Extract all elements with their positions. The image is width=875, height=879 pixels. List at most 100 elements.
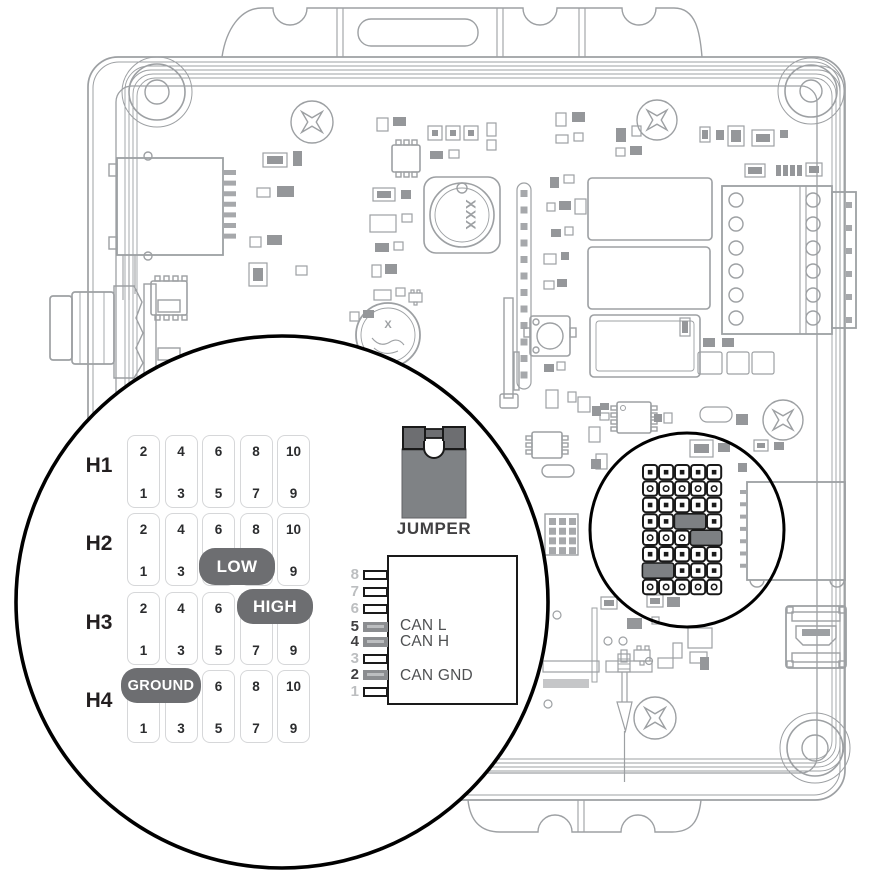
pin-hole-icon [647, 519, 653, 524]
jumper-caption: JUMPER [396, 519, 472, 538]
pin-pair-cell: 10 9 [277, 435, 310, 508]
rj45-jack [740, 481, 846, 588]
pin-hole-icon [678, 583, 686, 591]
header-pin [706, 480, 723, 497]
jumper-badge-high: HIGH [237, 589, 313, 624]
pin-number: 9 [289, 642, 298, 658]
can-pin-label: CAN L [400, 617, 447, 634]
pin-hole-icon [663, 469, 669, 475]
pin-hole-icon [663, 502, 669, 508]
pin-hole-icon [710, 485, 718, 493]
pin-number: 6 [214, 679, 223, 694]
can-pin-number: 2 [350, 666, 359, 683]
mounting-boss-top-left [121, 56, 193, 128]
pin-hole-icon [695, 502, 701, 508]
capacitor-marking: X [384, 319, 392, 331]
pin-hole-icon [695, 469, 701, 475]
pin-number: 9 [289, 563, 298, 579]
pin-hole-icon [679, 568, 685, 573]
pin-number: 4 [177, 601, 185, 616]
header-label-h2: H2 [85, 532, 113, 555]
can-connector-box [387, 555, 518, 705]
pin-number: 7 [252, 642, 260, 658]
header-label-h3: H3 [85, 611, 113, 634]
pin-number: 10 [285, 444, 302, 459]
pin-hole-icon [647, 502, 653, 508]
pin-hole-icon [695, 568, 701, 573]
can-pin-number: 5 [350, 618, 359, 635]
pin-number: 1 [139, 563, 148, 579]
pin-hole-icon [679, 469, 685, 475]
header-pin [658, 480, 675, 497]
can-pin [363, 622, 388, 632]
pin-number: 9 [289, 720, 298, 736]
pin-hole-icon [663, 551, 669, 557]
pin-hole-icon [694, 583, 702, 591]
can-pin-number: 7 [350, 583, 359, 600]
header-pin [674, 529, 691, 546]
pin-number: 7 [252, 720, 260, 736]
pin-number: 3 [177, 642, 185, 658]
header-pin [674, 578, 691, 596]
installed-jumper [641, 562, 675, 579]
mounting-boss-bottom-right [779, 712, 851, 784]
pin-hole-icon [647, 551, 653, 557]
header-pin [642, 529, 659, 546]
pin-number: 1 [139, 642, 148, 658]
pin-number: 3 [177, 720, 185, 736]
passive-components-filled [253, 112, 819, 688]
pin-number: 2 [139, 522, 148, 537]
header-pin [658, 529, 675, 546]
pin-number: 2 [139, 444, 148, 459]
pin-number: 3 [177, 563, 185, 579]
pin-number: 1 [139, 485, 148, 501]
pin-number: 5 [214, 485, 223, 501]
pin-number: 4 [177, 522, 185, 537]
pin-pair-cell: 10 9 [277, 513, 310, 586]
pin-number: 5 [214, 720, 223, 736]
highlight-circle [588, 431, 786, 629]
can-pin [363, 604, 388, 614]
pin-hole-icon [711, 469, 717, 475]
can-pin-label: CAN H [400, 633, 450, 650]
buzzer: XXX [423, 176, 501, 254]
passive-components [248, 112, 823, 782]
pin-number: 9 [289, 485, 298, 501]
can-pin [363, 670, 388, 680]
pin-hole-icon [678, 485, 686, 493]
pin-number: 1 [139, 720, 148, 736]
pin-number: 10 [285, 522, 302, 537]
pin-hole-icon [711, 568, 717, 573]
pin-hole-icon [711, 502, 717, 508]
mounting-boss-top-right [777, 57, 845, 125]
pin-number: 8 [252, 679, 260, 694]
pin-hole-icon [646, 534, 654, 542]
pin-hole-icon [646, 485, 654, 493]
can-pin-number: 1 [350, 683, 359, 700]
pin-number: 5 [214, 642, 223, 658]
pin-number: 3 [177, 485, 185, 501]
pin-hole-icon [710, 583, 718, 591]
m12-connector [49, 283, 181, 383]
can-pin-number: 3 [350, 650, 359, 667]
can-pin [363, 570, 388, 580]
jumper-badge-low: LOW [199, 548, 275, 585]
can-pin [363, 687, 388, 697]
pin-hole-icon [662, 583, 670, 591]
pin-number: 8 [252, 522, 260, 537]
buzzer-marking: XXX [463, 199, 479, 230]
pin-hole-icon [662, 534, 670, 542]
installed-jumper [673, 512, 707, 530]
pin-number: 4 [177, 444, 185, 459]
jumper-badge-ground: GROUND [121, 668, 201, 703]
pin-hole-icon [679, 502, 685, 508]
